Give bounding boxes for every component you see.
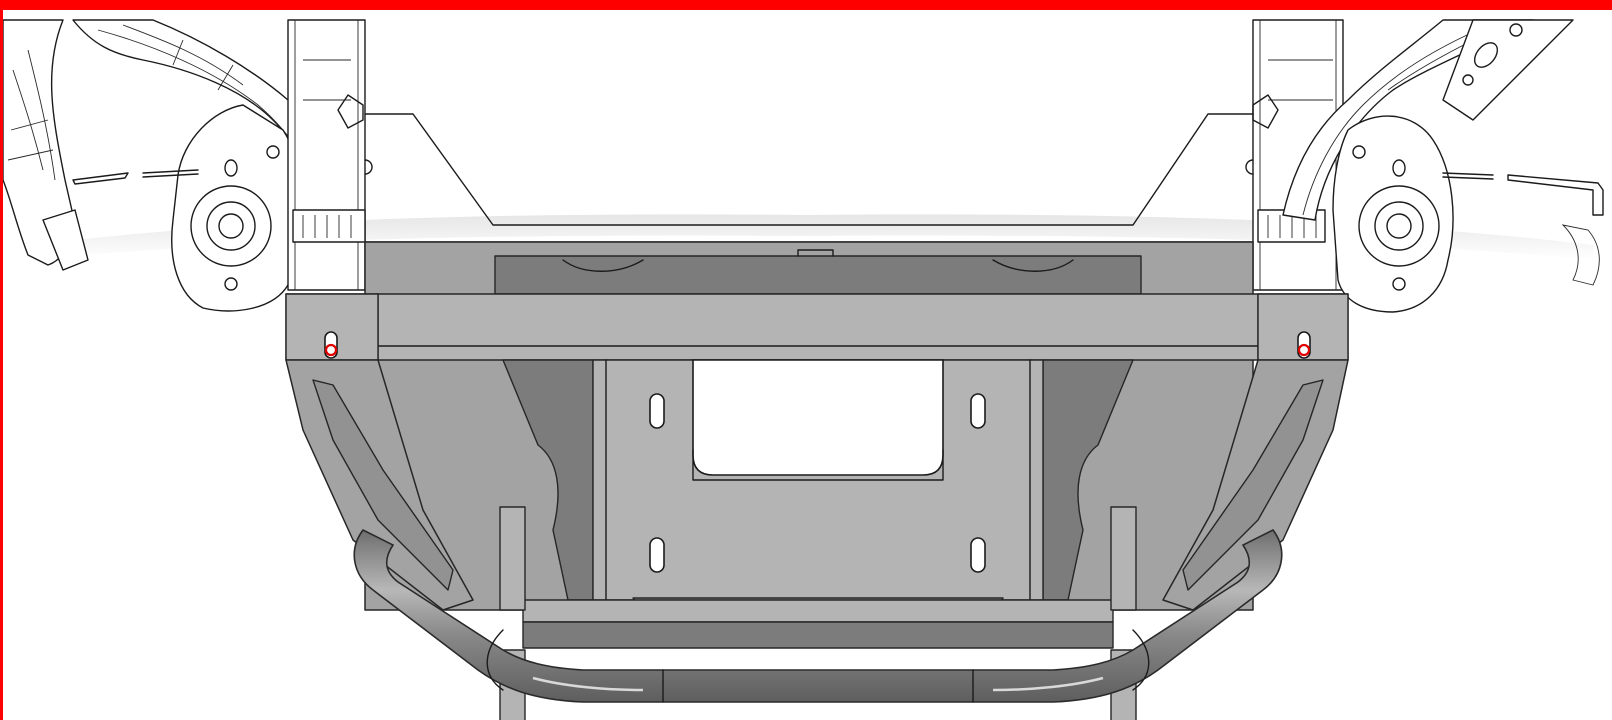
bumper-drawing (3, 19, 1604, 720)
left-frame-rail (3, 19, 373, 312)
left-mount-bolt-marker (324, 343, 338, 357)
right-frame-rail (1245, 19, 1604, 313)
bumper-body (285, 241, 1349, 720)
right-mount-bolt-marker (1297, 343, 1311, 357)
bull-bar-tube (353, 528, 1283, 703)
ground-shadow (33, 214, 1593, 260)
